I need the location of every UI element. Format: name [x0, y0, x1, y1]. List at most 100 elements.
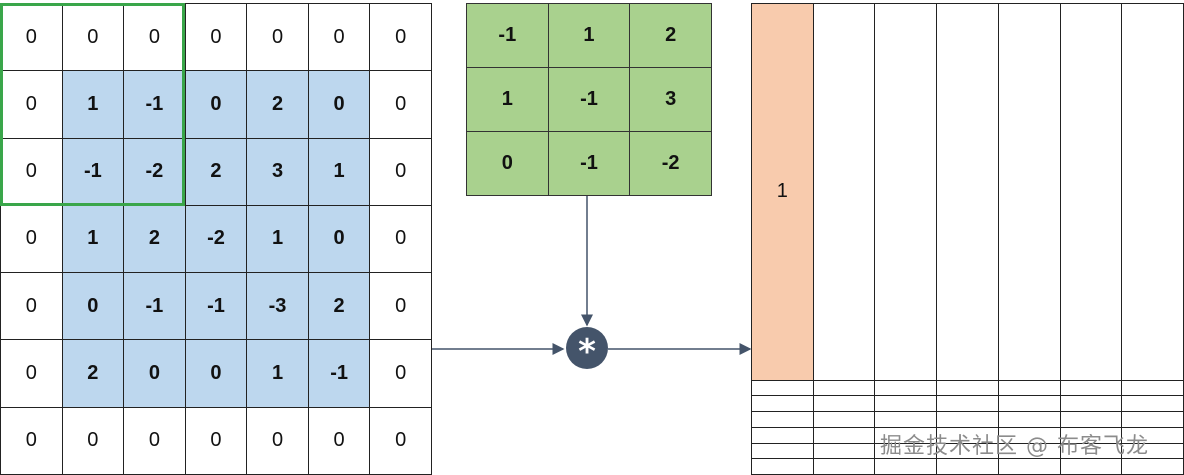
- output-row: 1: [751, 3, 1184, 381]
- output-row: [751, 395, 1184, 413]
- output-cell: [874, 411, 938, 428]
- input-cell: 2: [61, 339, 125, 408]
- input-cell: 0: [184, 339, 248, 408]
- output-matrix: 1: [751, 3, 1184, 475]
- output-row: [751, 411, 1184, 428]
- input-cell: -1: [184, 272, 248, 341]
- output-cell: [997, 3, 1061, 381]
- output-row: [751, 379, 1184, 397]
- input-cell: 0: [61, 2, 125, 72]
- input-cell: 0: [61, 406, 125, 475]
- input-cell: 0: [0, 70, 63, 139]
- input-cell: 2: [184, 137, 248, 206]
- output-cell: [1121, 395, 1184, 413]
- input-cell: 0: [369, 70, 432, 139]
- input-cell: 0: [307, 70, 371, 139]
- input-cell: 0: [0, 204, 63, 274]
- output-cell: [997, 395, 1061, 413]
- output-cell: [1059, 379, 1123, 397]
- input-cell: -1: [61, 137, 125, 206]
- output-cell: [1121, 411, 1184, 428]
- output-cell: [936, 3, 999, 381]
- output-cell: [1059, 3, 1123, 381]
- output-cell: [874, 395, 938, 413]
- input-cell: 0: [123, 339, 186, 408]
- output-cell: [997, 458, 1061, 475]
- kernel-cell: -1: [466, 3, 549, 68]
- output-cell: [936, 411, 999, 428]
- kernel-cell: 1: [547, 3, 631, 68]
- watermark-text: 掘金技术社区 @ 布客飞龙: [880, 434, 1149, 459]
- output-cell: [1121, 3, 1184, 381]
- input-cell: 1: [246, 339, 309, 408]
- kernel-row: 0-1-2: [466, 131, 712, 196]
- input-cell: 0: [246, 2, 309, 72]
- input-cell: -1: [307, 339, 371, 408]
- input-cell: 2: [123, 204, 186, 274]
- input-cell: 0: [184, 406, 248, 475]
- output-cell: [1059, 458, 1123, 475]
- output-cell: [874, 379, 938, 397]
- output-cell: [812, 395, 876, 413]
- output-cell: [751, 395, 814, 413]
- input-cell: 2: [307, 272, 371, 341]
- input-cell: 0: [369, 2, 432, 72]
- input-cell: 0: [184, 2, 248, 72]
- input-cell: 0: [246, 406, 309, 475]
- input-cell: 1: [246, 204, 309, 274]
- output-cell: [812, 379, 876, 397]
- output-cell: [1121, 379, 1184, 397]
- output-row: [751, 442, 1184, 460]
- kernel-cell: 1: [466, 67, 549, 132]
- input-cell: 0: [307, 204, 371, 274]
- output-cell: [1121, 458, 1184, 475]
- output-cell: [1059, 411, 1123, 428]
- output-cell: [751, 442, 814, 460]
- output-cell: [874, 458, 938, 475]
- input-cell: 1: [61, 204, 125, 274]
- output-cell: 1: [751, 3, 814, 381]
- output-cell: [812, 442, 876, 460]
- input-cell: 0: [369, 406, 432, 475]
- input-cell: 0: [369, 137, 432, 206]
- kernel-cell: 2: [629, 3, 712, 68]
- input-cell: 2: [246, 70, 309, 139]
- input-cell: 0: [0, 137, 63, 206]
- input-cell: 0: [61, 272, 125, 341]
- kernel-cell: 3: [629, 67, 712, 132]
- input-cell: 0: [123, 406, 186, 475]
- output-cell: [936, 379, 999, 397]
- kernel-cell: 0: [466, 131, 549, 196]
- input-cell: 0: [369, 272, 432, 341]
- output-cell: [812, 411, 876, 428]
- output-row: [751, 458, 1184, 475]
- input-cell: 0: [369, 204, 432, 274]
- kernel-cell: -2: [629, 131, 712, 196]
- output-cell: [751, 411, 814, 428]
- input-cell: -3: [246, 272, 309, 341]
- output-cell: [751, 458, 814, 475]
- input-cell: 0: [0, 272, 63, 341]
- input-cell: 0: [123, 2, 186, 72]
- output-cell: [812, 426, 876, 444]
- kernel-cell: -1: [547, 131, 631, 196]
- convolution-operator-icon: *: [566, 327, 608, 372]
- input-cell: 1: [307, 137, 371, 206]
- input-cell: -1: [123, 70, 186, 139]
- input-cell: 0: [0, 2, 63, 72]
- output-cell: [751, 379, 814, 397]
- output-cell: [936, 458, 999, 475]
- output-cell: [751, 426, 814, 444]
- output-cell: [936, 395, 999, 413]
- input-cell: 0: [0, 339, 63, 408]
- input-cell: -1: [123, 272, 186, 341]
